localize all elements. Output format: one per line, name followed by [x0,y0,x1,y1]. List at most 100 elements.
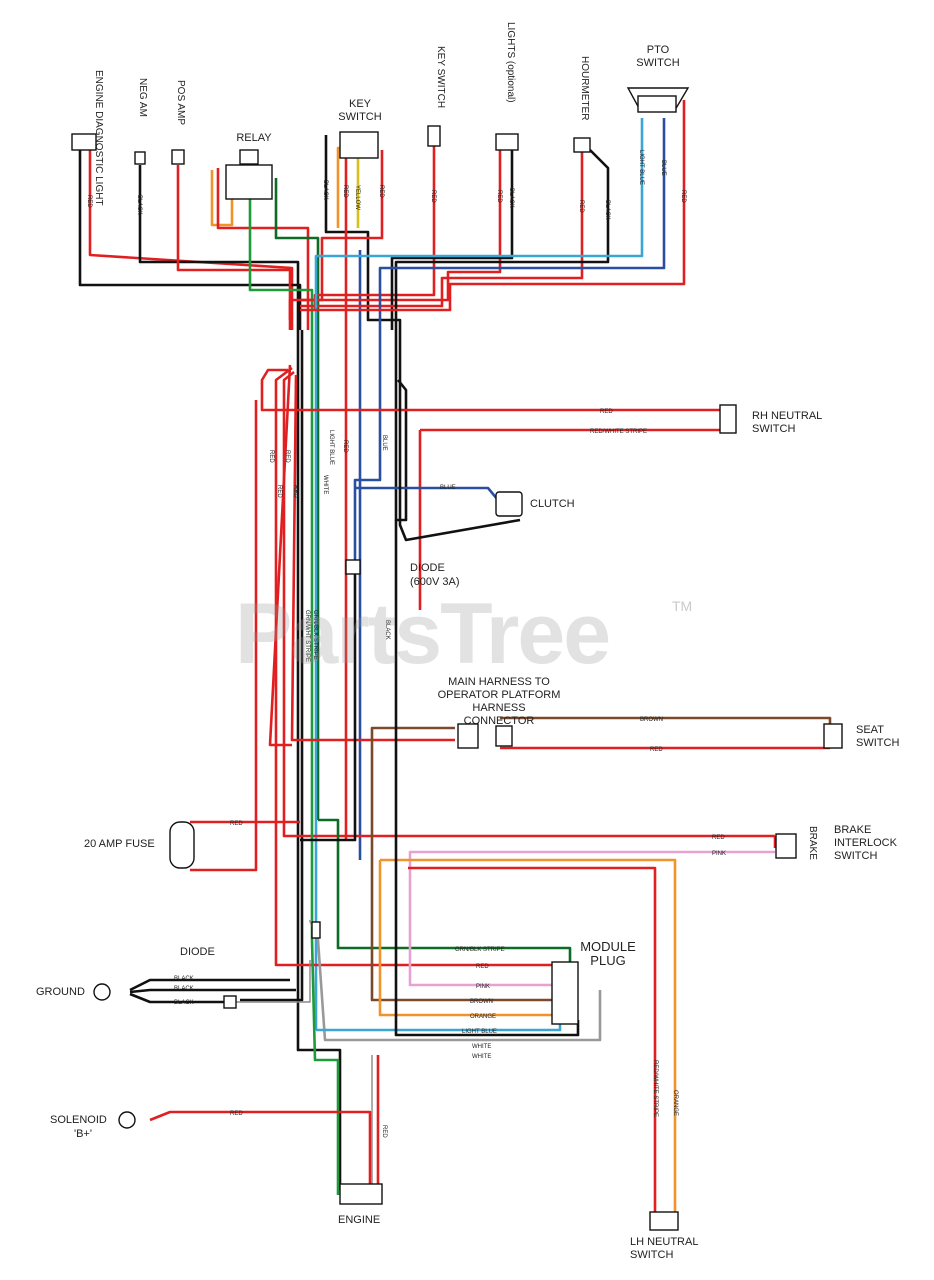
wire-red [190,400,258,872]
wl-v-red-b: RED [342,185,348,198]
wl-lightblue: LIGHT BLUE [462,1029,497,1035]
wl-v-red-l: RED [342,440,348,453]
diode-top-body [345,559,361,575]
neg-am-terminal [134,151,146,165]
label-main-harness: MAIN HARNESS TO OPERATOR PLATFORM HARNES… [437,676,561,727]
wire-black [398,340,521,542]
wl-rw-1: RED/WHITE STRIPE [590,429,647,435]
wl-v-lightblue-b: LIGHT BLUE [328,430,334,465]
wl-pink-1: PINK [712,851,726,857]
engine-light-connector [71,133,97,151]
wl-black-2: BLACK [174,986,194,992]
label-pto-switch: PTO SWITCH [636,44,680,69]
lights-connector [495,133,519,151]
wl-v-yellow: YELLOW [354,185,360,210]
seat-switch-connector [823,723,843,749]
wire-red [282,370,775,838]
fuse-body [169,821,195,869]
label-relay: RELAY [236,132,272,144]
wire-black [394,330,408,522]
splice [311,921,321,939]
label-rh-neutral-switch: RH NEUTRAL SWITCH [752,410,822,435]
wire-black [138,165,300,330]
hourmeter-connector [573,137,591,153]
wire-black [129,978,290,992]
key-switch-v-connector [427,125,441,147]
watermark-text: PartsTree [235,586,611,682]
label-solenoid-b: 'B+' [74,1128,92,1140]
wl-v-white: WHITE [322,475,328,494]
harness-connector-b [495,725,513,747]
wire-red-white [418,428,730,610]
relay-terminal [239,149,259,165]
wire-black [129,988,296,994]
label-engine-diag-light: ENGINE DIAGNOSTIC LIGHT [93,70,104,206]
label-lights-optional: LIGHTS (optional) [505,22,516,103]
wl-v-black-b: BLACK [322,180,328,200]
relay-body [225,164,273,200]
wire-red-white [408,866,657,1215]
wire-red [300,150,502,302]
wl-v-red-k: RED [292,485,298,498]
wire-black [394,149,610,330]
wl-brown-2: BROWN [470,999,493,1005]
brake-connector [775,833,797,859]
wire-red [216,168,310,330]
wl-v-red-i: RED [284,450,290,463]
label-seat-switch: SEAT SWITCH [856,724,900,749]
label-diode-bottom: DIODE [180,946,215,958]
label-ground: GROUND [36,986,85,998]
label-brake: BRAKE [807,826,818,860]
wire-black [78,150,302,330]
watermark-tm: TM [672,598,693,614]
wl-v-red-d: RED [430,190,436,203]
label-solenoid: SOLENOID [50,1114,107,1126]
wire-pink [408,850,775,987]
label-key-switch-v: KEY SWITCH [435,46,446,109]
wire-red [149,1110,372,1190]
wire-blue [355,486,499,501]
wl-v-red-c: RED [378,185,384,198]
wire-orange [378,860,560,1017]
key-switch-body [339,131,379,159]
wire-green [310,810,340,1195]
wl-v-red-j: RED [276,485,282,498]
wl-orange: ORANGE [470,1014,496,1020]
label-brake-interlock: BRAKE INTERLOCK SWITCH [834,824,897,862]
wl-v-lightblue: LIGHT BLUE [638,150,644,185]
ground-ring [93,983,111,1001]
wl-black-1: BLACK [174,976,194,982]
label-hourmeter: HOURMETER [579,56,590,121]
wire-red [300,150,584,308]
wl-v-orange: ORANGE [672,1090,678,1116]
wire-black [129,992,225,1004]
wl-red-5: RED [476,964,489,970]
wire-dark-green [274,178,320,820]
wl-v-grnwht: GRN/WHT STRIPE [304,610,310,662]
wire-black [296,330,342,1190]
wl-v-black-e: BLACK [384,620,390,640]
rh-neutral-connector [719,404,737,434]
wl-v-blue-a: BLUE [660,160,666,176]
wire-red [313,145,436,310]
wl-white-1: WHITE [472,1044,491,1050]
pto-switch-terminals [637,95,677,113]
label-clutch: CLUTCH [530,498,575,510]
wl-v-blue-b: BLUE [381,435,387,451]
solenoid-ring [118,1111,136,1129]
wl-v-red-m: RED [381,1125,387,1138]
label-fuse: 20 AMP FUSE [84,838,155,850]
wire-red [288,150,384,330]
wl-brown-1: BROWN [640,717,663,723]
wire-red [268,364,292,747]
module-plug-body [551,961,579,1025]
wl-red-3: RED [230,821,243,827]
label-diode-top: DIODE [410,562,445,574]
wl-v-red-g: RED [680,190,686,203]
wl-v-rw: RED/WHITE STRIPE [652,1060,658,1117]
wire-black [240,330,304,1002]
wire-blue [353,118,666,560]
wire-gray [235,960,311,1003]
wire-black [394,520,580,1037]
wire-red [274,366,560,967]
